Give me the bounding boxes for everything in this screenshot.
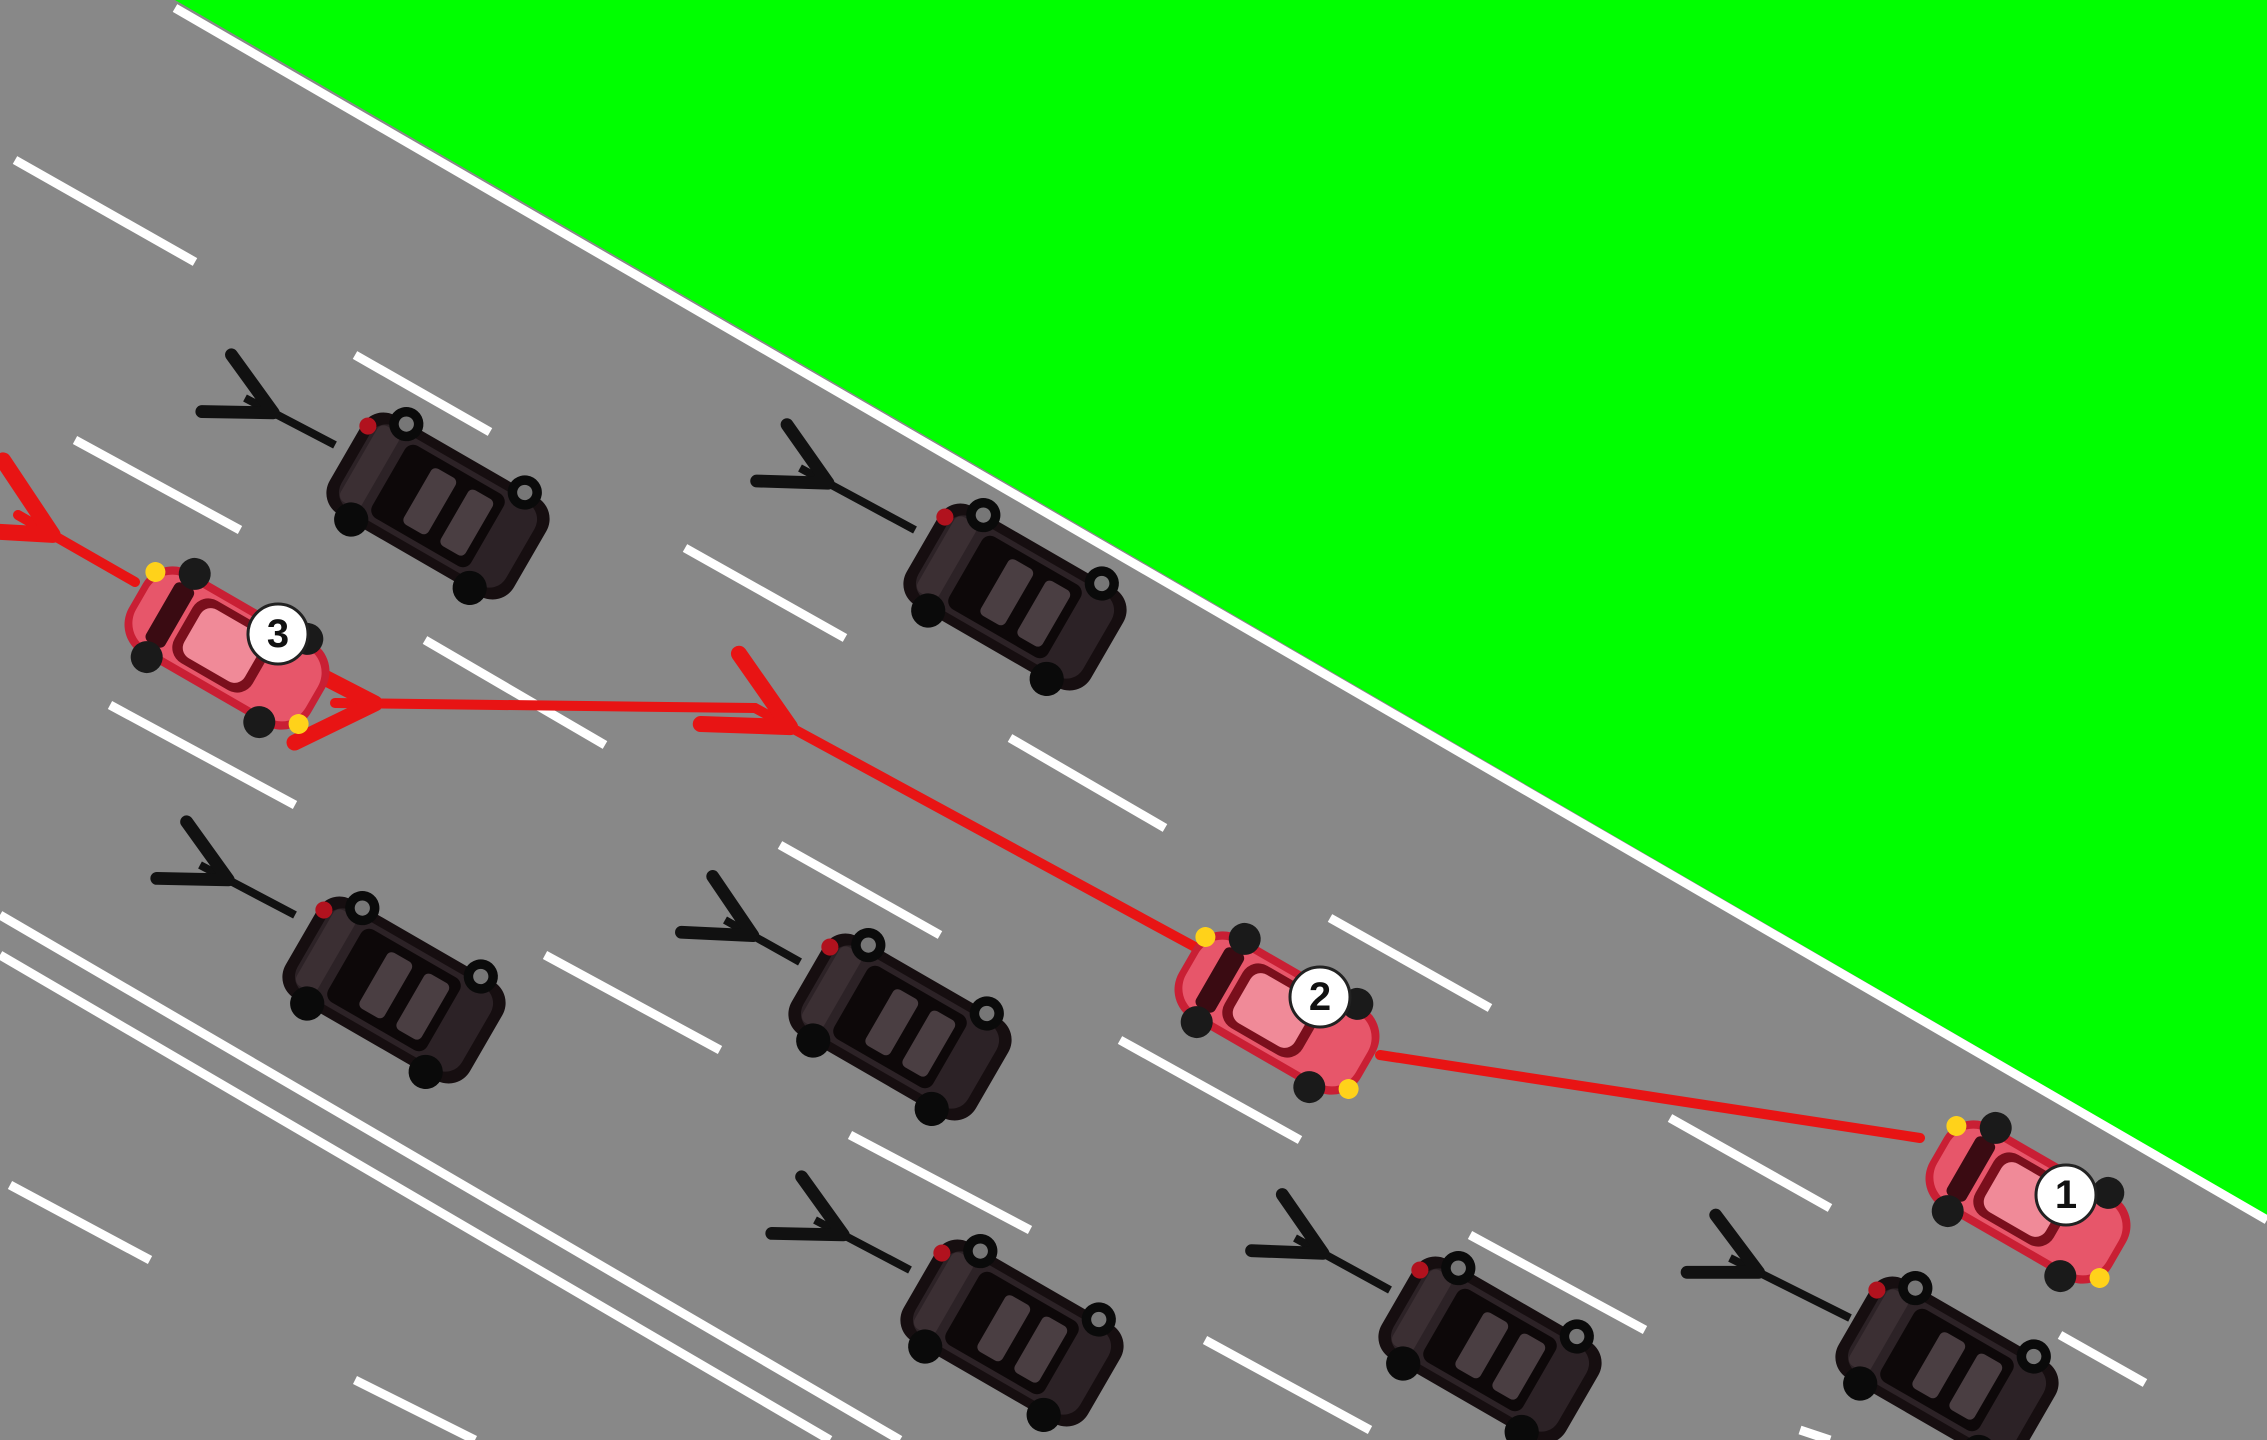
step-label-3: 3 [267,612,289,656]
step-label-2: 2 [1309,975,1331,1019]
step-label-1: 1 [2055,1173,2077,1217]
